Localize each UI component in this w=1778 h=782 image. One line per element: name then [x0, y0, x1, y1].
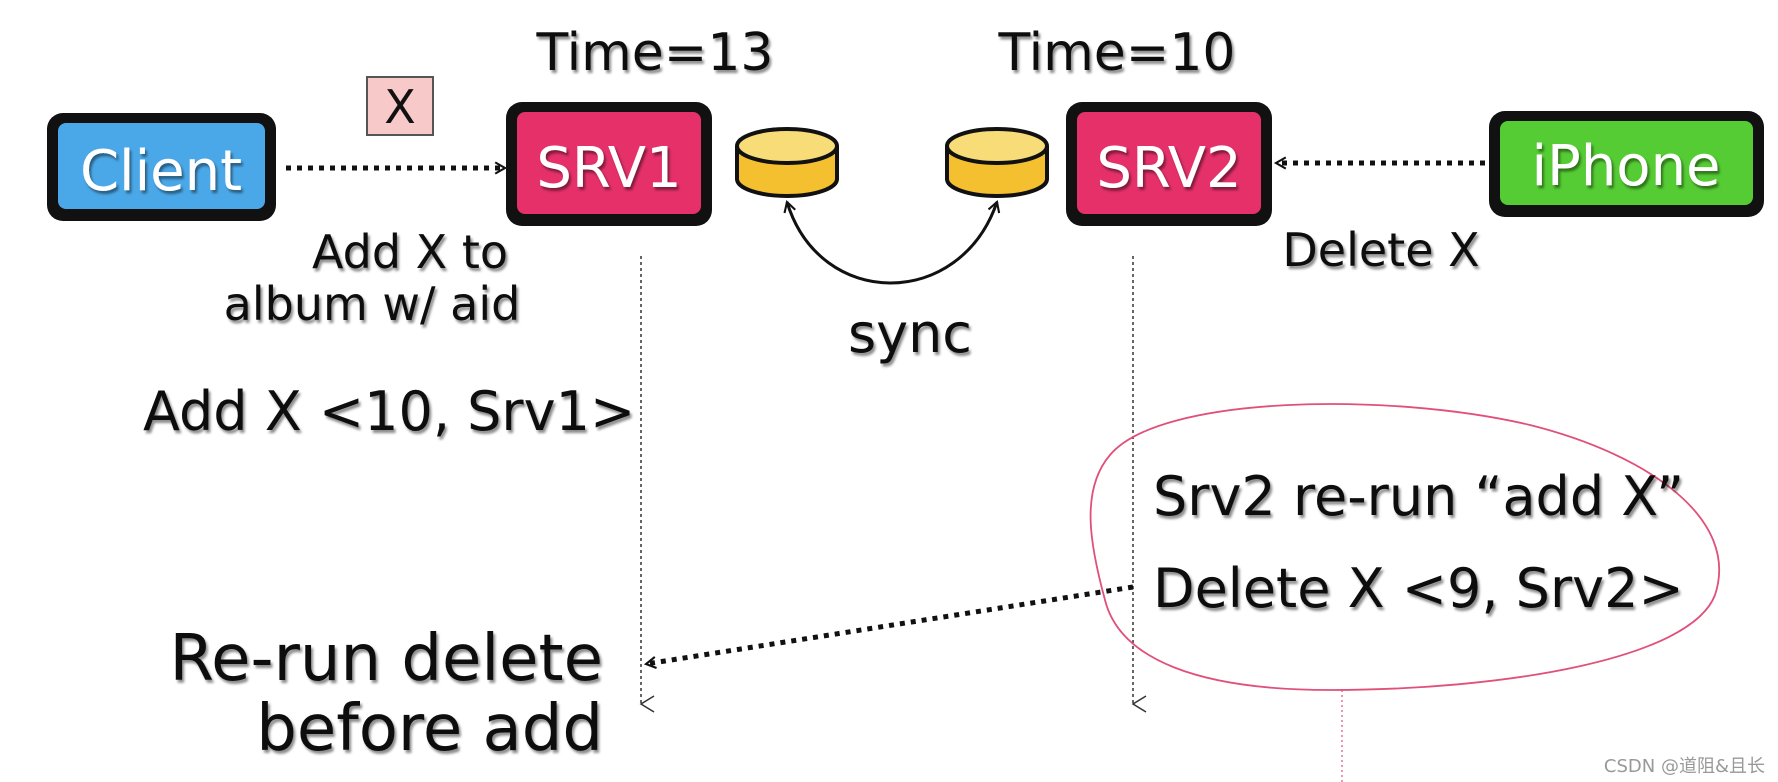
srv2-box-fill	[1077, 112, 1261, 214]
client-action-line1: Add X to	[312, 225, 508, 279]
object-x-tag: X	[366, 76, 434, 136]
watermark: CSDN @道阻&且长	[1604, 756, 1765, 777]
rerun-line1: Re-run delete	[170, 622, 603, 696]
sync-arrow	[783, 199, 1001, 285]
sync-label: sync	[848, 302, 972, 365]
srv2-label: SRV2	[1096, 136, 1241, 201]
srv1-time-label: Time=13	[536, 23, 774, 83]
srv1-database-icon	[735, 127, 839, 198]
object-x-fill	[366, 76, 434, 136]
srv2-database-icon	[945, 127, 1049, 198]
iphone-action-label: Delete X	[1282, 223, 1479, 277]
client-action-line2: album w/ aid	[224, 277, 521, 331]
srv1-box-fill	[517, 112, 701, 214]
srv2-operation-label: Delete X <9, Srv2>	[1153, 557, 1684, 620]
srv2-node: SRV2	[1066, 102, 1272, 226]
iphone-node: iPhone	[1489, 111, 1764, 217]
srv1-label: SRV1	[536, 136, 681, 201]
srv2-to-srv1-arrow	[643, 584, 1134, 669]
iphone-label: iPhone	[1531, 134, 1720, 199]
client-node: Client	[47, 113, 276, 221]
client-box-fill	[58, 123, 265, 209]
object-x-label: X	[384, 80, 416, 134]
srv2-rerun-label: Srv2 re-run “add X”	[1153, 465, 1684, 528]
srv1-operation-label: Add X <10, Srv1>	[143, 380, 635, 443]
srv2-time-label: Time=10	[998, 23, 1236, 83]
client-label: Client	[80, 139, 242, 204]
iphone-box-fill	[1500, 121, 1753, 205]
rerun-line2: before add	[256, 692, 603, 766]
srv2-highlight-circle	[1089, 403, 1721, 691]
srv1-node: SRV1	[506, 102, 712, 226]
